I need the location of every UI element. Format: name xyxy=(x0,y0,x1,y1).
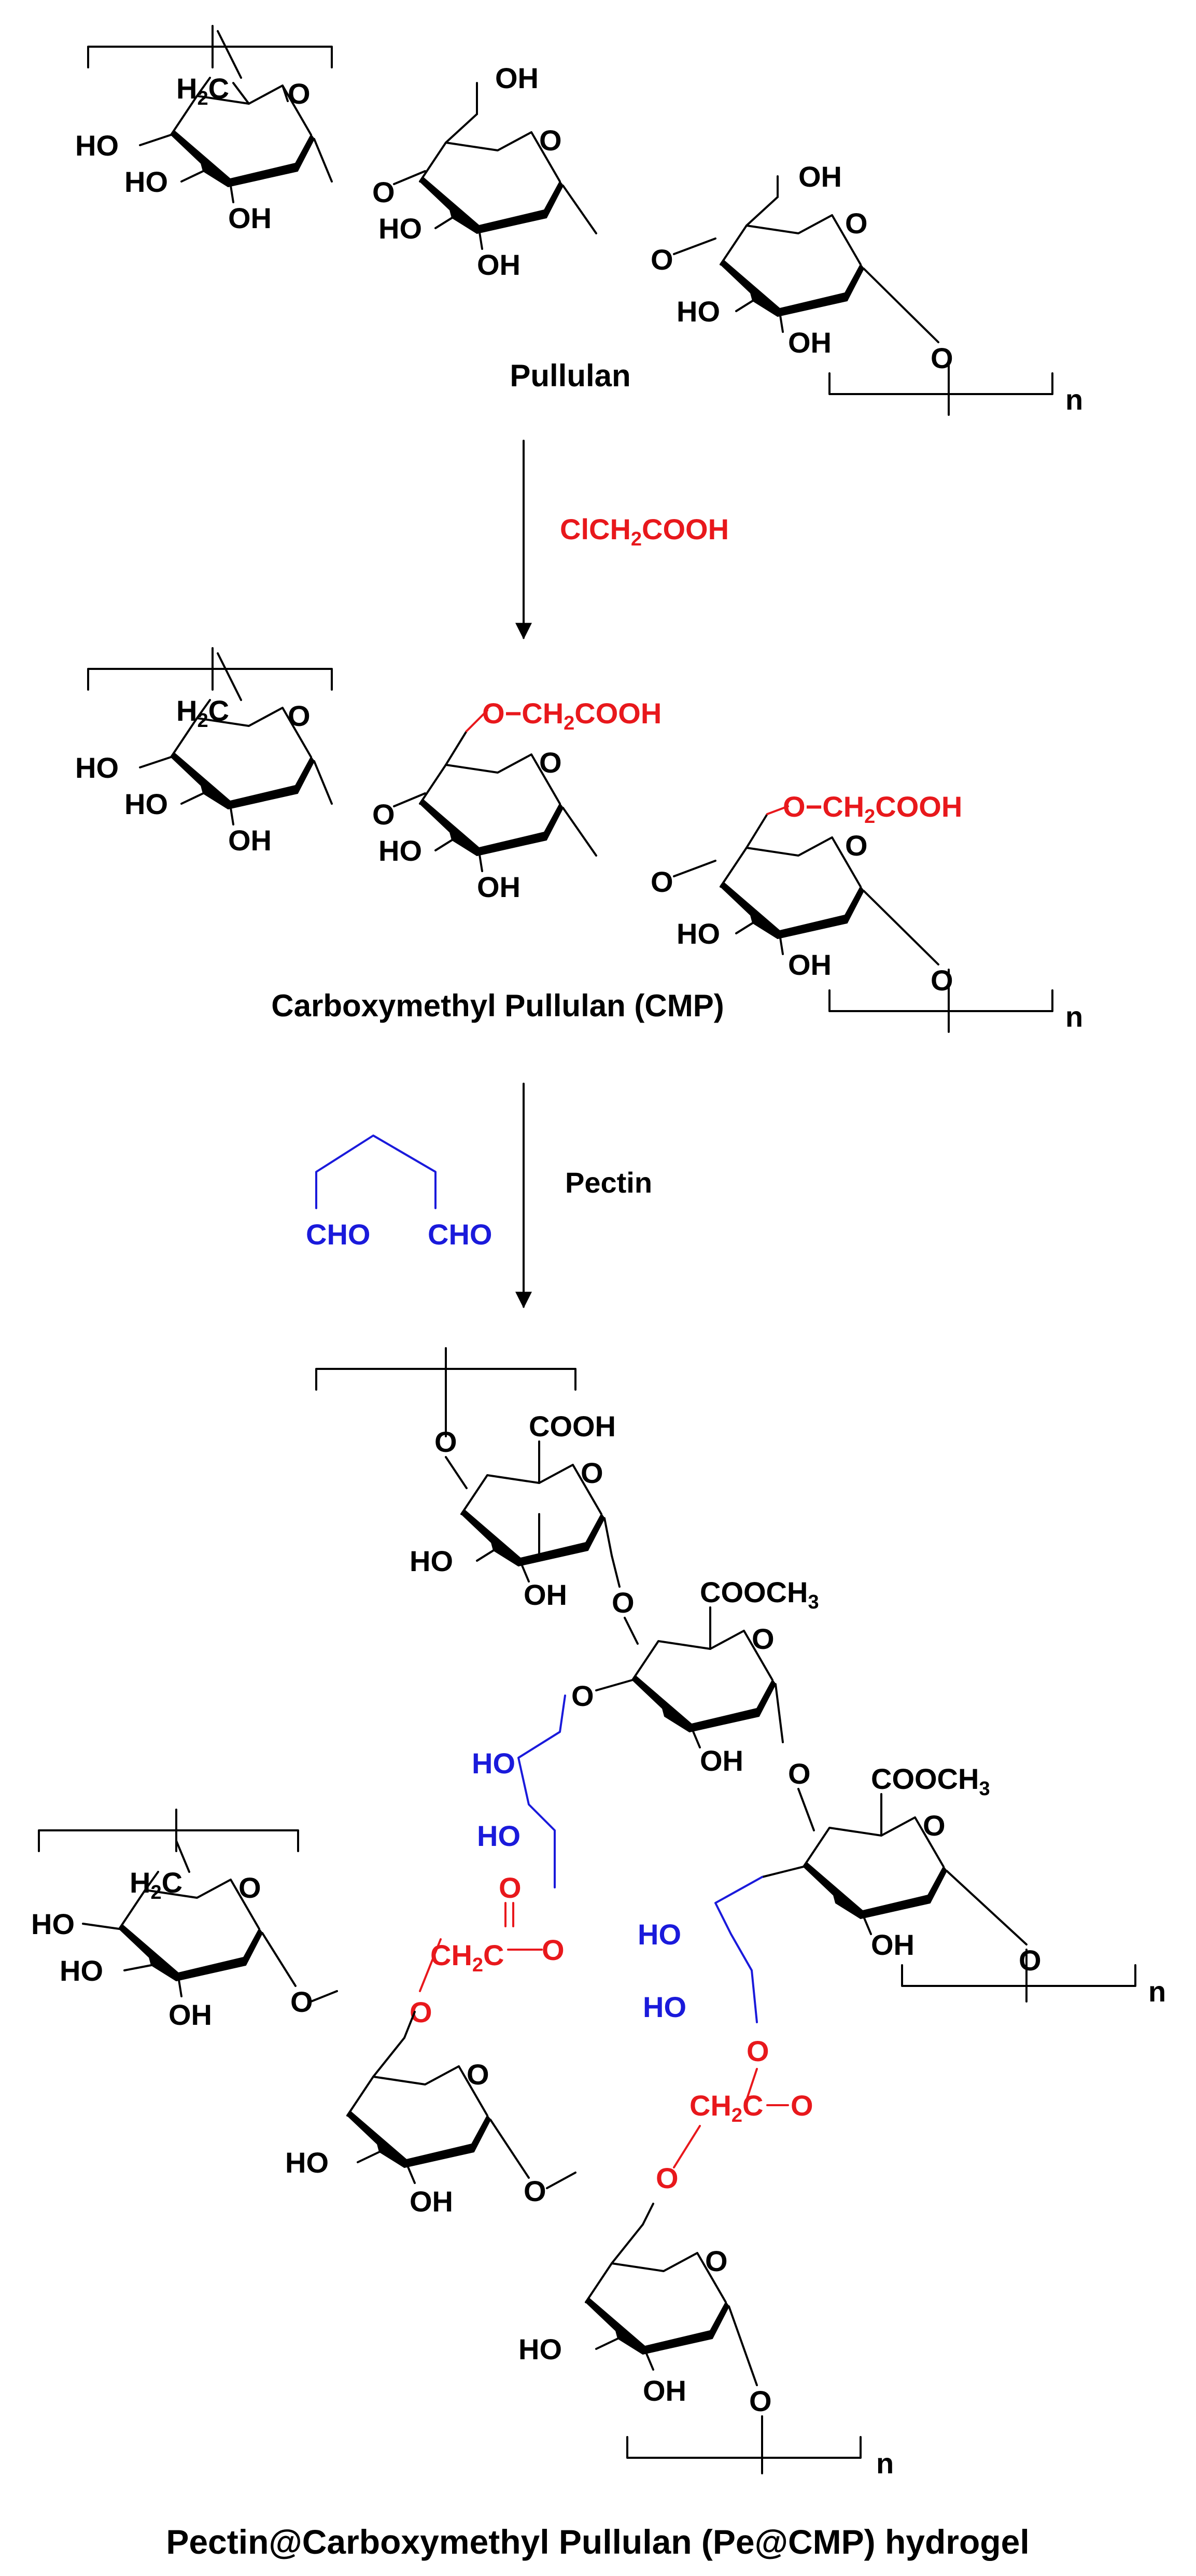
svg-text:OH: OH xyxy=(788,326,832,359)
ho-label: HO xyxy=(75,129,119,162)
svg-text:HO: HO xyxy=(518,2333,562,2365)
svg-text:CH2C: CH2C xyxy=(690,2089,763,2126)
svg-text:O: O xyxy=(372,798,395,831)
svg-text:HO: HO xyxy=(638,1918,681,1951)
svg-text:O: O xyxy=(288,77,311,110)
svg-text:OH: OH xyxy=(871,1928,914,1961)
svg-text:OH: OH xyxy=(410,2185,453,2218)
svg-text:OH: OH xyxy=(788,948,832,981)
svg-text:O: O xyxy=(923,1809,946,1842)
carboxymethyl-ether-1: O−CH2COOH xyxy=(482,697,662,734)
svg-text:HO: HO xyxy=(378,834,422,867)
repeat-n: n xyxy=(1065,383,1083,416)
svg-text:OH: OH xyxy=(477,248,520,281)
ester-oxygen-1: O xyxy=(542,1934,565,1966)
svg-text:HO: HO xyxy=(477,1819,520,1852)
pe-cmp-label: Pectin@Carboxymethyl Pullulan (Pe@CMP) h… xyxy=(166,2523,1029,2561)
svg-text:O: O xyxy=(752,1622,775,1655)
svg-text:O: O xyxy=(931,342,953,374)
svg-text:O: O xyxy=(467,2058,489,2091)
svg-text:O: O xyxy=(410,1996,432,2028)
svg-text:OH: OH xyxy=(524,1578,567,1611)
svg-text:O: O xyxy=(288,699,311,732)
pullulan-label: Pullulan xyxy=(510,358,630,393)
cmp-label: Carboxymethyl Pullulan (CMP) xyxy=(271,988,724,1023)
svg-text:OH: OH xyxy=(700,1744,743,1777)
svg-text:OH: OH xyxy=(477,871,520,903)
svg-text:O: O xyxy=(705,2245,728,2277)
svg-text:HO: HO xyxy=(124,788,168,820)
ester-ch2c-1: CH2C xyxy=(430,1939,504,1976)
reagent-pectin: Pectin xyxy=(565,1166,652,1199)
svg-text:O: O xyxy=(524,2175,546,2207)
svg-text:HO: HO xyxy=(31,1908,75,1940)
svg-text:O: O xyxy=(290,1985,313,2018)
svg-text:OH: OH xyxy=(643,2374,686,2407)
svg-text:HO: HO xyxy=(643,1991,686,2023)
svg-text:O: O xyxy=(747,2035,769,2067)
svg-text:O: O xyxy=(434,1425,457,1458)
svg-text:O: O xyxy=(238,1871,261,1904)
carboxymethyl-ether-2: O−CH2COOH xyxy=(783,790,962,828)
svg-text:COOCH3: COOCH3 xyxy=(700,1576,819,1613)
svg-text:O: O xyxy=(931,964,953,997)
svg-text:HO: HO xyxy=(677,917,720,950)
svg-text:OH: OH xyxy=(228,824,272,857)
svg-text:H2C: H2C xyxy=(176,694,229,732)
h2c-label: H2C xyxy=(176,72,229,109)
svg-text:H2C: H2C xyxy=(130,1866,182,1903)
svg-text:O: O xyxy=(788,1757,811,1790)
svg-text:HO: HO xyxy=(472,1747,515,1780)
svg-text:O: O xyxy=(1019,1944,1042,1977)
svg-text:O: O xyxy=(372,176,395,208)
svg-text:COOH: COOH xyxy=(529,1410,616,1443)
svg-text:CHO: CHO xyxy=(428,1218,492,1251)
pullulan-structure: n H2C HO HO OH O O xyxy=(75,25,1083,416)
svg-text:O: O xyxy=(651,865,673,898)
svg-text:O: O xyxy=(791,2089,813,2122)
svg-text:HO: HO xyxy=(677,295,720,328)
svg-text:n: n xyxy=(1065,1000,1083,1033)
svg-text:O: O xyxy=(656,2162,679,2194)
svg-text:CHO: CHO xyxy=(306,1218,370,1251)
svg-text:O: O xyxy=(845,829,868,862)
repeat-bracket-right xyxy=(828,372,1053,395)
svg-text:O: O xyxy=(749,2385,772,2417)
svg-text:OH: OH xyxy=(495,62,539,94)
repeat-bracket-left xyxy=(87,46,333,68)
pe-cmp-structure: O COOH HO OH O O COOCH3 OH O O O xyxy=(31,1347,1166,2561)
svg-text:n: n xyxy=(1148,1975,1166,2008)
svg-text:O: O xyxy=(571,1679,594,1712)
svg-text:HO: HO xyxy=(378,212,422,245)
svg-text:HO: HO xyxy=(124,165,168,198)
svg-text:HO: HO xyxy=(410,1545,453,1577)
svg-text:O: O xyxy=(845,207,868,240)
svg-text:O: O xyxy=(581,1457,603,1489)
svg-text:O: O xyxy=(539,124,562,157)
svg-text:O: O xyxy=(651,243,673,276)
svg-text:HO: HO xyxy=(75,751,119,784)
svg-text:n: n xyxy=(876,2447,894,2480)
svg-text:HO: HO xyxy=(60,1954,103,1987)
svg-text:O: O xyxy=(499,1871,522,1904)
svg-text:O: O xyxy=(612,1586,635,1619)
cmp-structure: n H2C HO HO OH O O O−CH2COOH HO OH xyxy=(75,647,1083,1033)
svg-text:OH: OH xyxy=(228,202,272,234)
svg-text:HO: HO xyxy=(285,2146,329,2179)
svg-text:O: O xyxy=(539,746,562,779)
svg-text:COOCH3: COOCH3 xyxy=(871,1762,990,1800)
reagent-chloroacetic-acid: ClCH2COOH xyxy=(560,513,729,550)
svg-text:OH: OH xyxy=(168,1998,212,2031)
dialdehyde-crosslinker: CHO CHO xyxy=(306,1135,492,1251)
svg-text:OH: OH xyxy=(798,160,842,193)
